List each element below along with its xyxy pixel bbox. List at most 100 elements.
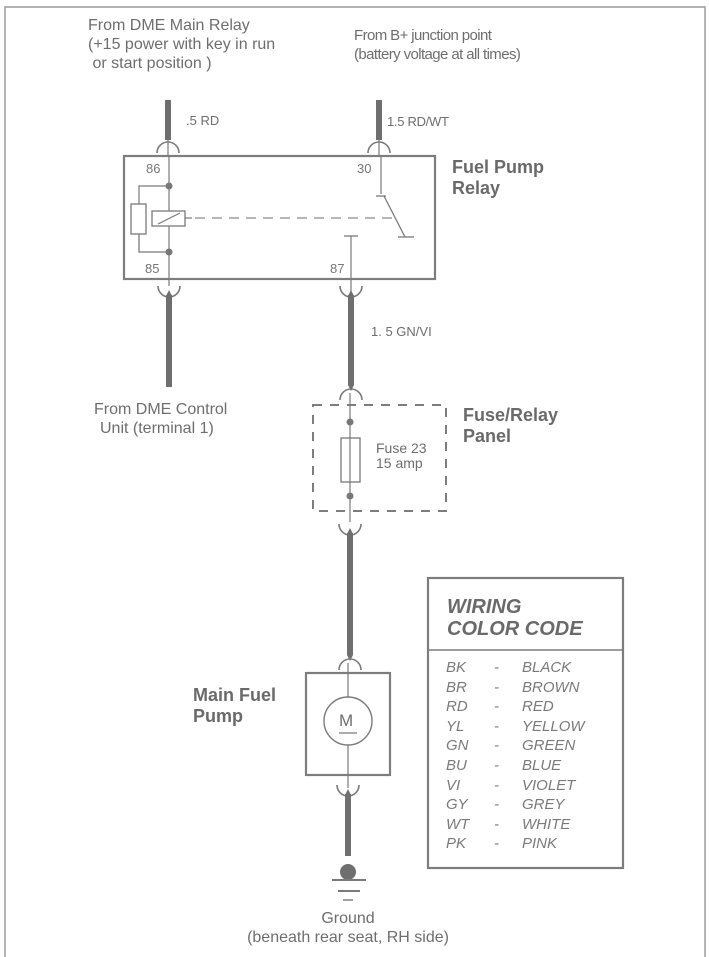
- legend-separator: -: [494, 698, 499, 716]
- legend-separator: -: [494, 796, 499, 814]
- legend-row-rd: RD - RED: [446, 697, 616, 716]
- legend-separator: -: [494, 678, 499, 696]
- legend-code: VI: [446, 776, 461, 794]
- wire-85-segment: [166, 295, 172, 387]
- main-fuel-pump-title: Main Fuel Pump: [193, 685, 276, 727]
- legend-separator: -: [494, 815, 499, 833]
- fuel-pump-relay-title-line-1: Fuel Pump: [452, 157, 545, 177]
- fuse-relay-panel-title: Fuse/Relay Panel: [463, 405, 558, 447]
- main-fuel-pump: [304, 663, 392, 788]
- wire-pump-feed-segment: [347, 533, 353, 655]
- terminal-87-label: 87: [330, 261, 345, 276]
- wire-87-segment: [348, 295, 354, 385]
- wiring-color-legend-box: [426, 576, 625, 870]
- ground-label-line-2: (beneath rear seat, RH side): [247, 929, 449, 946]
- legend-separator: -: [494, 776, 499, 794]
- legend-row-br: BR - BROWN: [446, 678, 616, 697]
- source-b-plus-line-1: From B+ junction point: [354, 27, 492, 44]
- legend-color-name: BLUE: [522, 757, 562, 774]
- legend-code: GY: [446, 796, 468, 814]
- panel-outline: [312, 404, 447, 512]
- fuse-23-label-line-1: Fuse 23: [376, 440, 427, 456]
- source-b-plus-line-2: (battery voltage at all times): [354, 46, 521, 63]
- legend-code: BR: [446, 678, 467, 696]
- legend-separator: -: [494, 835, 499, 853]
- legend-separator: -: [494, 659, 499, 676]
- wire-85: [157, 285, 181, 387]
- legend-code: RD: [446, 698, 468, 716]
- legend-code: GN: [446, 737, 469, 755]
- ground-label: Ground (beneath rear seat, RH side): [198, 909, 498, 947]
- main-fuel-pump-title-line-1: Main Fuel: [193, 685, 277, 705]
- wire-87: [339, 285, 363, 401]
- fuse-junction-bottom: [346, 492, 354, 500]
- legend-row-pk: PK - PINK: [446, 834, 616, 853]
- legend-color-name: YELLOW: [522, 717, 585, 735]
- ground-label-line-1: Ground: [321, 910, 375, 927]
- legend-title-line-1: WIRING: [447, 596, 522, 618]
- legend-color-name: RED: [522, 698, 554, 716]
- ground-terminal: [340, 864, 356, 880]
- legend-separator: -: [494, 757, 499, 774]
- terminal-30-label: 30: [357, 161, 372, 176]
- wire-ground: [332, 784, 366, 901]
- legend-row-bk: BK-BLACK: [446, 658, 616, 677]
- fuse-relay-panel: [312, 393, 447, 522]
- source-dme-main-relay-line-2: (+15 power with key in run: [88, 36, 276, 53]
- switch-blade: [383, 195, 406, 238]
- wire-fuse-to-pump: [338, 523, 362, 671]
- motor-symbol-label: M: [339, 711, 354, 730]
- wire-86-feed: [156, 100, 180, 156]
- source-dme-main-relay-line-3: or start position ): [88, 55, 212, 72]
- source-dme-main-relay: From DME Main Relay (+15 power with key …: [88, 16, 275, 73]
- wire-label-87: 1. 5 GN/VI: [371, 324, 432, 339]
- fuse-relay-panel-title-line-1: Fuse/Relay: [463, 405, 559, 425]
- relay-housing: [122, 154, 437, 281]
- wire-30-segment: [376, 100, 382, 140]
- legend-color-name: PINK: [522, 835, 558, 853]
- terminal-86-label: 86: [146, 161, 161, 176]
- fuse-junction-top: [346, 418, 354, 426]
- wire-label-86: .5 RD: [186, 113, 220, 128]
- legend-code: BK: [446, 659, 467, 676]
- legend-row-gy: GY - GREY: [446, 795, 616, 814]
- source-b-plus-junction: From B+ junction point (battery voltage …: [354, 26, 521, 64]
- legend-color-name: WHITE: [522, 815, 571, 833]
- wire-label-30: 1.5 RD/WT: [387, 114, 449, 129]
- legend-color-name: BROWN: [522, 678, 580, 696]
- legend-code: YL: [446, 717, 465, 735]
- legend-color-name: VIOLET: [522, 776, 576, 794]
- fuse-23-label-line-2: 15 amp: [376, 455, 423, 471]
- legend-row-vi: VI - VIOLET: [446, 776, 616, 795]
- legend-code: WT: [446, 815, 470, 833]
- legend-code: PK: [446, 835, 467, 853]
- source-dme-control-line-2: Unit (terminal 1): [100, 420, 214, 437]
- wire-ground-segment: [345, 794, 351, 856]
- legend-code: BU: [446, 757, 467, 774]
- legend-color-name: GREEN: [522, 737, 576, 755]
- connector-pump-top: [338, 658, 362, 671]
- legend-row-bu: BU - BLUE: [446, 756, 616, 775]
- legend-frame: [426, 576, 625, 870]
- wire-86-segment: [165, 100, 171, 140]
- source-dme-control-unit: From DME Control Unit (terminal 1): [94, 400, 227, 438]
- fuel-pump-relay-title: Fuel Pump Relay: [452, 157, 544, 199]
- wire-30-feed: [367, 100, 391, 156]
- main-fuel-pump-title-line-2: Pump: [193, 706, 244, 726]
- terminal-85-label: 85: [145, 261, 160, 276]
- legend-row-yl: YL - YELLOW: [446, 717, 616, 736]
- fuel-pump-relay-title-line-2: Relay: [452, 178, 501, 198]
- source-dme-main-relay-line-1: From DME Main Relay: [88, 17, 250, 34]
- fuse-relay-panel-title-line-2: Panel: [463, 426, 512, 446]
- fuse-23-label: Fuse 23 15 amp: [376, 441, 427, 471]
- legend-color-name: GREY: [522, 796, 565, 814]
- suppression-resistor: [130, 203, 147, 235]
- legend-separator: -: [494, 737, 499, 755]
- legend-row-gn: GN - GREEN: [446, 736, 616, 755]
- legend-separator: -: [494, 717, 499, 735]
- legend-row-wt: WT - WHITE: [446, 815, 616, 834]
- legend-title: WIRING COLOR CODE: [447, 596, 583, 640]
- page-frame: [4, 6, 706, 957]
